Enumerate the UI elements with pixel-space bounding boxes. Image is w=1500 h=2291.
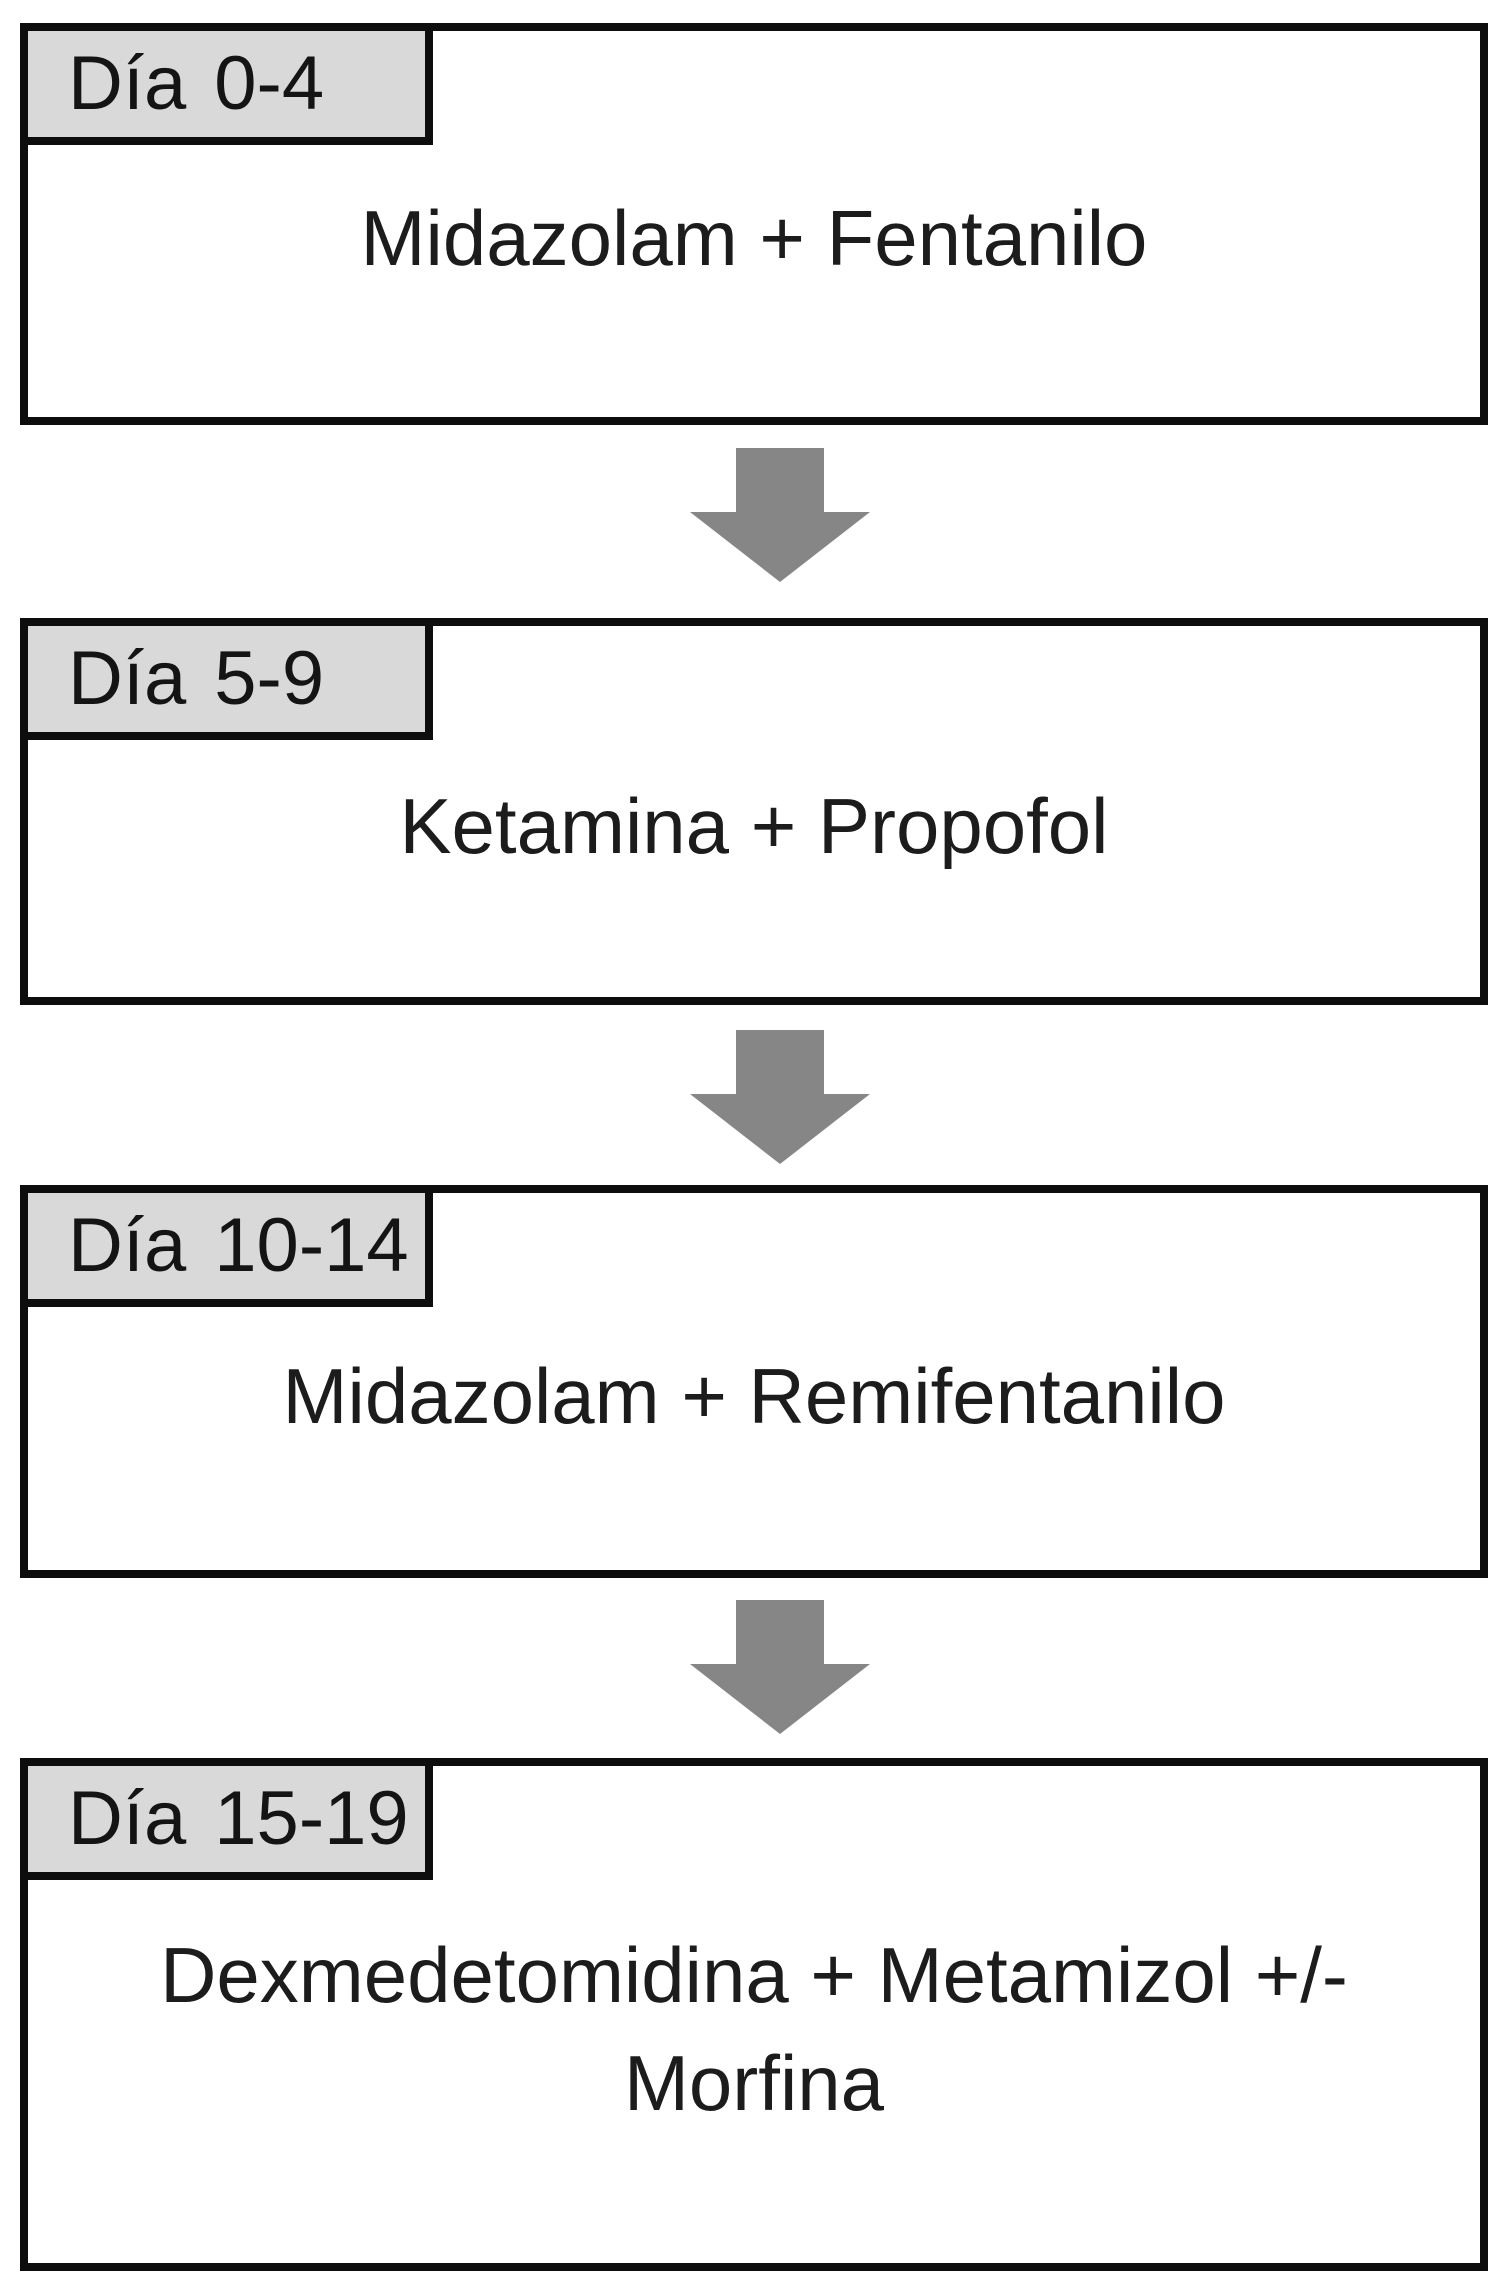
treatment-text: Midazolam + Fentanilo [360, 194, 1148, 283]
day-label-range: 15-19 [214, 1776, 409, 1861]
treatment-text: Midazolam + Remifentanilo [282, 1351, 1226, 1440]
day-label-word: Día [68, 1203, 187, 1288]
step-tab-dia-15-19: Día 15-19 [20, 1758, 433, 1880]
step-tab-dia-0-4: Día 0-4 [20, 23, 433, 145]
day-label-word: Día [68, 636, 187, 721]
day-label-range: 10-14 [214, 1203, 409, 1288]
step-box-dia-15-19: Día 15-19 Dexmedetomidina + Metamizol +/… [20, 1758, 1488, 2271]
step-box-dia-0-4: Día 0-4 Midazolam + Fentanilo [20, 23, 1488, 425]
arrow-head [690, 1094, 870, 1164]
day-label-word: Día [68, 41, 187, 126]
day-label-range: 5-9 [214, 636, 325, 721]
treatment-area: Ketamina + Propofol [28, 626, 1480, 997]
arrow-head [690, 512, 870, 582]
down-arrow-icon [690, 1030, 870, 1164]
treatment-text: Ketamina + Propofol [399, 781, 1109, 870]
treatment-text: Dexmedetomidina + Metamizol +/- Morfina [160, 1930, 1348, 2127]
day-label-range: 0-4 [214, 41, 325, 126]
arrow-head [690, 1664, 870, 1734]
step-tab-dia-5-9: Día 5-9 [20, 618, 433, 740]
treatment-area: Midazolam + Fentanilo [28, 31, 1480, 417]
down-arrow-icon [690, 448, 870, 582]
day-label-word: Día [68, 1776, 187, 1861]
arrow-stem [736, 1030, 824, 1094]
treatment-area: Dexmedetomidina + Metamizol +/- Morfina [28, 1766, 1480, 2263]
treatment-area: Midazolam + Remifentanilo [28, 1193, 1480, 1570]
down-arrow-icon [690, 1600, 870, 1734]
step-box-dia-5-9: Día 5-9 Ketamina + Propofol [20, 618, 1488, 1005]
arrow-stem [736, 448, 824, 512]
arrow-stem [736, 1600, 824, 1664]
step-tab-dia-10-14: Día 10-14 [20, 1185, 433, 1307]
step-box-dia-10-14: Día 10-14 Midazolam + Remifentanilo [20, 1185, 1488, 1578]
